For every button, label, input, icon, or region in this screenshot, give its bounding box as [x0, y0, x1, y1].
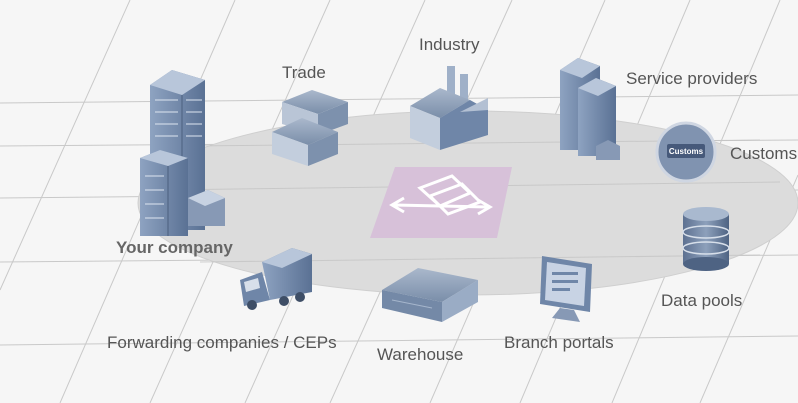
industry-factory-icon: [410, 66, 488, 150]
your-company-building-icon: [140, 70, 225, 236]
label-data-pools: Data pools: [661, 291, 743, 310]
label-warehouse: Warehouse: [377, 345, 464, 364]
label-trade: Trade: [282, 63, 326, 82]
branch-portals-monitor-icon: [540, 256, 592, 322]
warehouse-building-icon: [382, 268, 478, 322]
document-exchange-icon: [370, 167, 512, 238]
label-customs: Customs: [730, 144, 798, 163]
label-forwarding: Forwarding companies / CEPs: [107, 333, 337, 352]
label-industry: Industry: [419, 35, 480, 54]
customs-badge-text: Customs: [669, 147, 704, 156]
customs-badge-icon: Customs: [655, 121, 717, 183]
data-pools-database-icon: [682, 207, 730, 271]
label-your-company: Your company: [116, 238, 233, 257]
label-service-providers: Service providers: [626, 69, 758, 88]
service-providers-building-icon: [560, 58, 620, 160]
label-branch-portals: Branch portals: [504, 333, 614, 352]
forwarding-truck-icon: [240, 248, 312, 310]
trade-building-icon: [272, 90, 348, 166]
